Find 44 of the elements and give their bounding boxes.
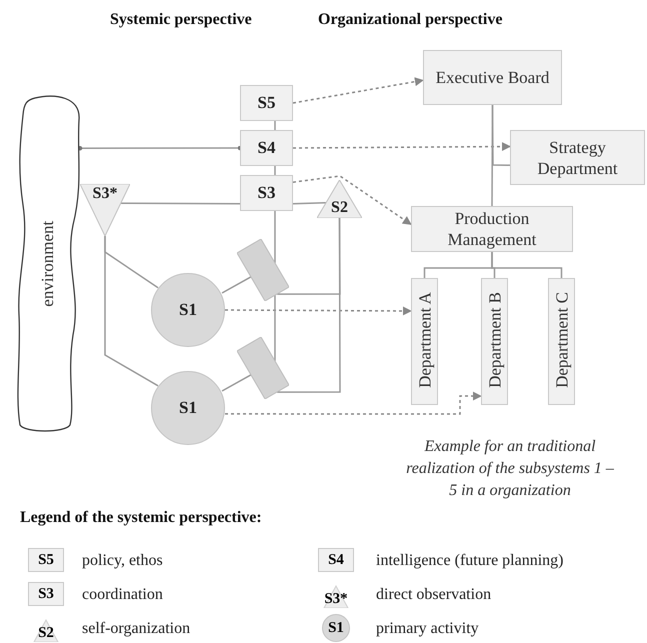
connector-line	[274, 211, 276, 264]
connector-line	[78, 146, 242, 150]
legend-box-symbol: S4	[318, 548, 354, 572]
legend-text: coordination	[82, 585, 163, 605]
dashed-arrow	[292, 77, 424, 104]
org-box: Executive Board	[423, 50, 562, 105]
connector-line	[491, 252, 562, 278]
legend-text: primary activity	[376, 619, 479, 639]
dashed-arrow	[293, 142, 511, 152]
heading: Systemic perspective	[110, 10, 252, 30]
department-box: Department A	[411, 278, 438, 405]
subsystem-box: S5	[240, 85, 293, 121]
connector-line	[274, 294, 276, 362]
connector-line	[121, 202, 240, 205]
legend-text: self-organization	[82, 619, 190, 639]
department-box: Department C	[548, 278, 575, 405]
legend-text: direct observation	[376, 585, 492, 605]
caption: Example for an traditional realization of the subsystems 1 – 5 in a organization	[405, 437, 615, 501]
dashed-arrow	[225, 392, 482, 415]
connector-line	[277, 218, 341, 393]
connector-line	[292, 202, 326, 205]
connector-line	[274, 121, 276, 130]
subsystem-box: S3	[240, 175, 293, 211]
legend-text: intelligence (future planning)	[376, 551, 564, 571]
heading: Organizational perspective	[318, 10, 502, 30]
legend-heading: Legend of the systemic perspective:	[20, 508, 262, 528]
legend-text: policy, ethos	[82, 551, 163, 571]
legend-box-symbol: S3	[28, 582, 64, 606]
connector-line	[274, 166, 276, 175]
connector-line	[222, 374, 252, 392]
legend-box-symbol: S5	[28, 548, 64, 572]
environment-outline: environment	[15, 95, 80, 432]
department-box: Department B	[481, 278, 508, 405]
connector-line	[222, 276, 252, 294]
connector-line	[104, 236, 158, 386]
dashed-arrow	[225, 306, 412, 316]
dashed-arrow	[292, 175, 412, 226]
org-box: Production Management	[411, 206, 573, 252]
triangle: S2	[317, 180, 362, 218]
org-box: Strategy Department	[510, 130, 645, 185]
connector-line	[491, 105, 494, 206]
inverted-triangle: S3*	[80, 184, 130, 236]
subsystem-box: S4	[240, 130, 293, 166]
connector-line	[492, 105, 510, 166]
